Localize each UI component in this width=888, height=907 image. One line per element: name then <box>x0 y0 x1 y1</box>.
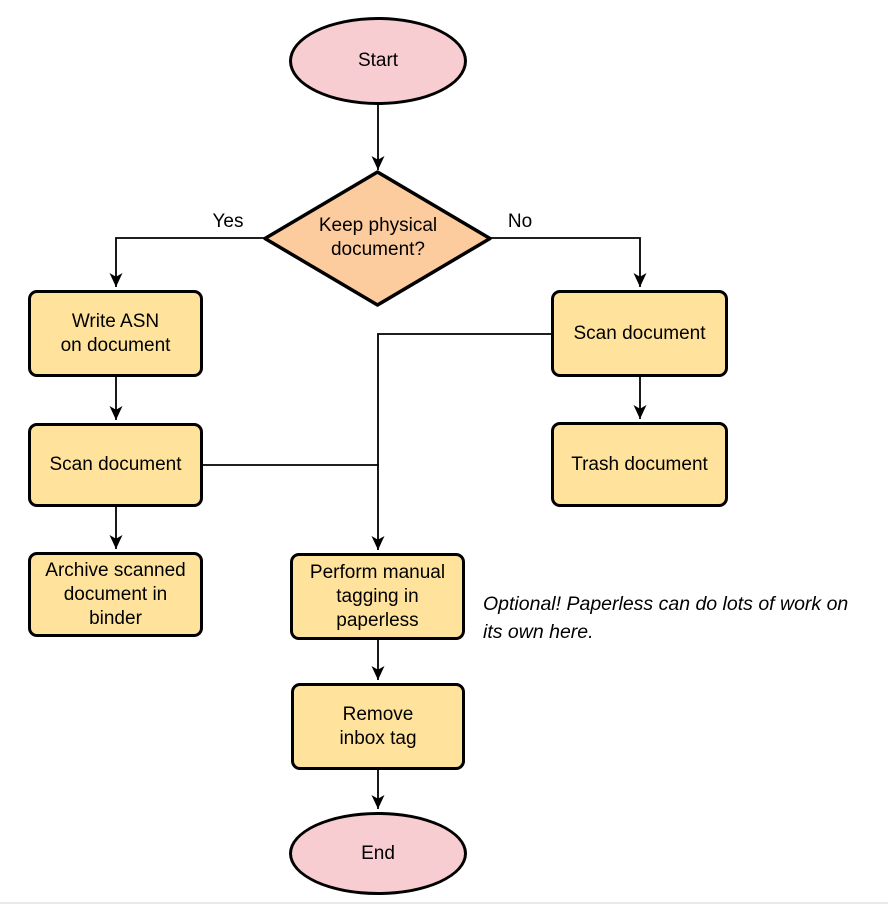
bottom-divider-line <box>0 902 888 904</box>
edge-decision-yes-to-write-asn <box>109 237 265 287</box>
node-end: End <box>289 812 467 895</box>
node-archive-scanned: Archive scanned document in binder <box>28 552 203 637</box>
node-scan-document-left: Scan document <box>28 423 203 507</box>
node-manual-tagging-label: Perform manual tagging in paperless <box>309 561 446 631</box>
edge-label-no: No <box>507 211 533 232</box>
node-write-asn-label: Write ASN on document <box>60 310 171 356</box>
node-archive-scanned-label: Archive scanned document in binder <box>45 559 186 629</box>
decision-diamond-polygon <box>263 170 492 307</box>
node-trash-document-label: Trash document <box>571 453 708 475</box>
node-start: Start <box>289 17 467 105</box>
node-trash-document: Trash document <box>551 422 728 507</box>
node-scan-document-right-label: Scan document <box>573 322 706 344</box>
node-write-asn: Write ASN on document <box>28 290 203 377</box>
node-decision-label: Keep physical document? <box>318 215 438 260</box>
annotation-optional-note: Optional! Paperless can do lots of work … <box>483 593 849 643</box>
node-manual-tagging: Perform manual tagging in paperless <box>290 553 465 640</box>
node-end-label: End <box>361 842 395 864</box>
node-scan-document-left-label: Scan document <box>49 454 182 475</box>
edge-scan-right-to-tagging <box>371 333 551 550</box>
node-decision-shape <box>263 170 492 307</box>
node-scan-document-right: Scan document <box>551 290 728 377</box>
node-remove-inbox-tag: Remove inbox tag <box>291 683 465 770</box>
node-remove-inbox-tag-label: Remove inbox tag <box>339 703 417 749</box>
edge-label-yes: Yes <box>212 211 244 232</box>
node-start-label: Start <box>357 50 399 71</box>
edge-decision-no-to-scan-right <box>490 237 647 287</box>
